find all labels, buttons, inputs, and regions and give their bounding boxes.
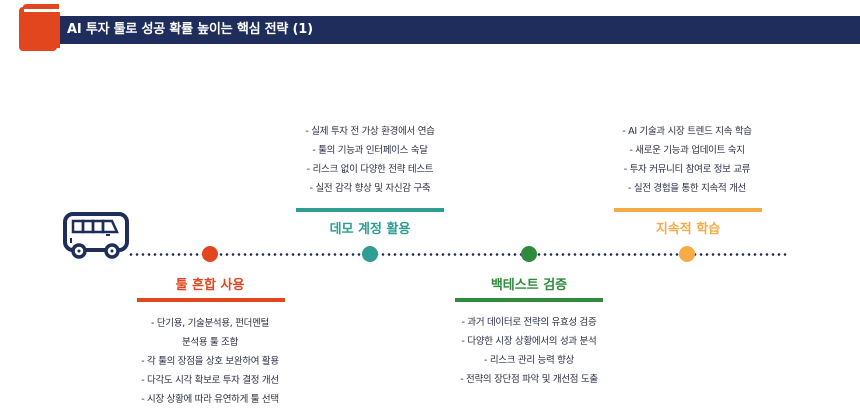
page-title: AI 투자 툴로 성공 확률 높이는 핵심 전략 (1): [67, 22, 313, 37]
stage-rule-3: [455, 298, 603, 302]
desc-item: - 새로운 기능과 업데이트 숙지: [629, 145, 745, 156]
stage-title-1: 툴 혼합 사용: [175, 278, 245, 293]
desc-item: 분석용 툴 조합: [181, 337, 239, 348]
header-bar: [48, 16, 860, 44]
stage-desc-1: - 단기용, 기술분석용, 펀더멘털 분석용 툴 조합 - 각 툴의 장점을 상…: [130, 314, 290, 409]
stage-title-4: 지속적 학습: [655, 222, 721, 237]
stage-rule-1: [137, 298, 285, 302]
stage-desc-2: - 실제 투자 전 가상 환경에서 연습 - 툴의 기능과 인터페이스 숙달 -…: [285, 122, 455, 198]
desc-item: - 시장 상황에 따라 유연하게 툴 선택: [141, 394, 279, 405]
desc-item: - 투자 커뮤니티 참여로 정보 교류: [623, 164, 751, 175]
desc-item: - 각 툴의 장점을 상호 보완하여 활용: [141, 356, 279, 367]
desc-item: - 실제 투자 전 가상 환경에서 연습: [305, 126, 435, 137]
desc-item: - 리스크 없이 다양한 전략 테스트: [306, 164, 434, 175]
stage-rule-4: [614, 208, 762, 212]
desc-item: - 실전 감각 향상 및 자신감 구축: [309, 183, 431, 194]
stage-rule-2: [296, 208, 444, 212]
desc-item: - 리스크 관리 능력 향상: [484, 355, 574, 366]
timeline-dotted-line: [128, 253, 788, 256]
desc-item: - 다양한 시장 상황에서의 성과 분석: [461, 336, 597, 347]
desc-item: - 단기용, 기술분석용, 펀더멘털: [150, 318, 269, 329]
stage-marker-2: [362, 246, 378, 262]
stage-desc-3: - 과거 데이터로 전략의 유효성 검증 - 다양한 시장 상황에서의 성과 분…: [444, 313, 614, 389]
desc-item: - AI 기술과 시장 트렌드 지속 학습: [622, 126, 752, 137]
stage-marker-3: [521, 246, 537, 262]
desc-item: - 실전 경험을 통한 지속적 개선: [627, 183, 746, 194]
book-icon: [19, 4, 60, 51]
desc-item: - 과거 데이터로 전략의 유효성 검증: [461, 317, 597, 328]
stage-marker-4: [679, 246, 695, 262]
bus-icon: [63, 212, 129, 259]
stage-marker-1: [202, 246, 218, 262]
desc-item: - 툴의 기능과 인터페이스 숙달: [312, 145, 428, 156]
desc-item: - 전략의 장단점 파악 및 개선점 도출: [460, 374, 598, 385]
stage-desc-4: - AI 기술과 시장 트렌드 지속 학습 - 새로운 기능과 업데이트 숙지 …: [602, 122, 772, 198]
stage-title-3: 백테스트 검증: [490, 278, 568, 293]
stage-title-2: 데모 계정 활용: [329, 222, 411, 237]
desc-item: - 다각도 시각 확보로 투자 결정 개선: [141, 375, 279, 386]
